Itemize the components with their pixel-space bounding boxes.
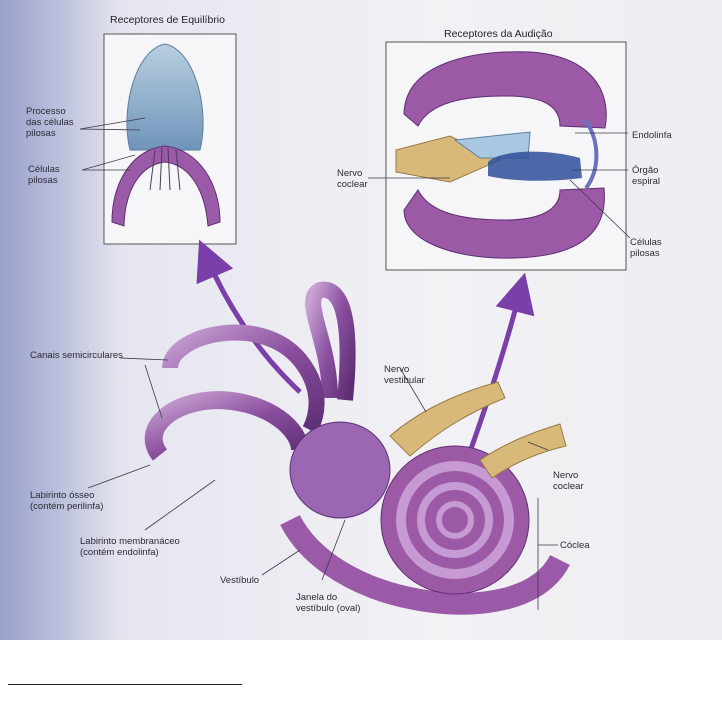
inner-ear-drawing <box>144 281 570 615</box>
leader-lines <box>79 117 631 610</box>
label-nervo-coclear-right: Nervo coclear <box>553 470 584 492</box>
label-nervo-vestibular: Nervo vestibular <box>384 364 425 386</box>
equilibrium-title: Receptores de Equilíbrio <box>110 14 225 26</box>
label-canais-semicirculares: Canais semicirculares <box>30 350 123 361</box>
footnote-rule <box>8 684 242 685</box>
ear-diagram-photo: Receptores de Equilíbrio Receptores da A… <box>0 0 722 640</box>
audition-title: Receptores da Audição <box>444 28 553 40</box>
label-janela-do-vestibulo: Janela do vestíbulo (oval) <box>296 592 361 614</box>
anatomy-illustration <box>79 33 631 615</box>
label-celulas-pilosas-right: Células pilosas <box>630 237 662 259</box>
equilibrium-inset <box>103 33 237 245</box>
label-labirinto-osseo: Labirinto ósseo (contém perilinfa) <box>30 490 104 512</box>
audition-inset <box>385 41 627 271</box>
label-vestibulo: Vestíbulo <box>220 575 260 586</box>
label-processo-celulas-pilosas: Processo das células pilosas <box>26 106 74 139</box>
label-nervo-coclear-left: Nervo coclear <box>337 168 368 190</box>
label-labirinto-membranaceo: Labirinto membranáceo (contém endolinfa) <box>80 536 180 558</box>
label-endolinfa: Endolinfa <box>632 130 672 141</box>
label-celulas-pilosas-left: Células pilosas <box>28 164 60 186</box>
label-orgao-espiral: Órgão espiral <box>632 165 660 187</box>
label-coclea: Cóclea <box>560 540 590 551</box>
